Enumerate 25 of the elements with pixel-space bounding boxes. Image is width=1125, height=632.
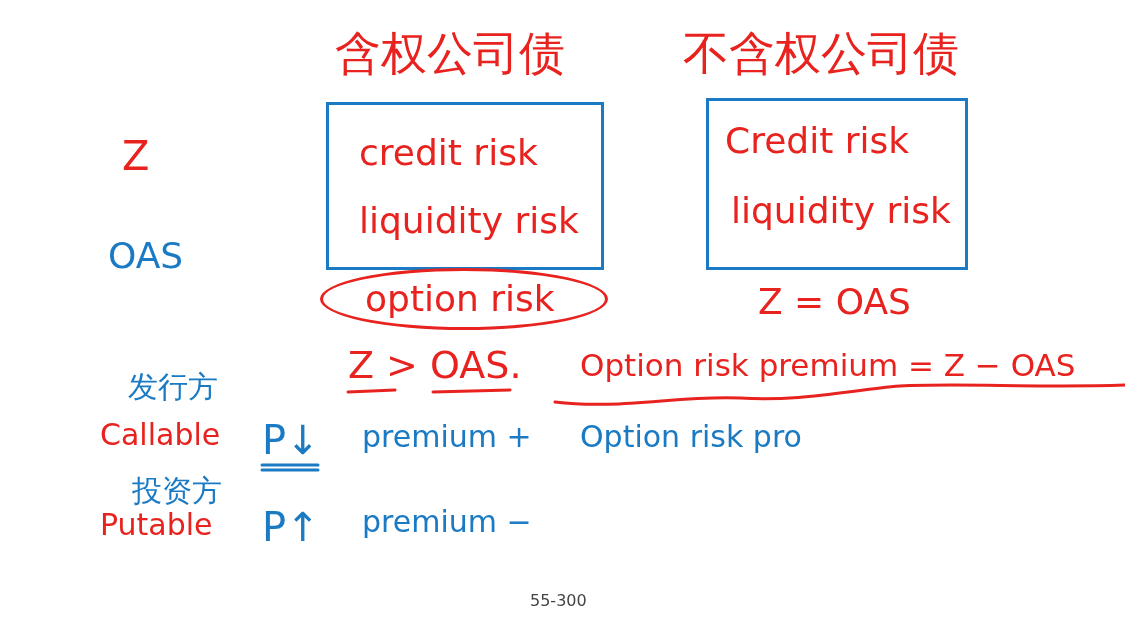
spread-label: Z <box>122 134 150 178</box>
risk-text: Credit risk <box>725 121 910 161</box>
price-arrow-label: P↓ <box>262 418 320 462</box>
risk-ellipse <box>320 268 608 330</box>
option-label: Putable <box>100 508 213 541</box>
side-label: 发行方 <box>128 370 218 403</box>
side-label: 投资方 <box>132 474 222 507</box>
equation: Option risk premium = Z − OAS <box>580 348 1076 383</box>
risk-text: credit risk <box>359 133 538 173</box>
note-text: Option risk pro <box>580 420 802 453</box>
note-text: premium − <box>362 505 532 538</box>
spread-label: OAS <box>108 236 184 276</box>
equation: Z = OAS <box>758 282 911 322</box>
heading: 不含权公司债 <box>683 28 959 79</box>
risk-box <box>326 102 604 270</box>
note-text: premium + <box>362 420 532 453</box>
option-label: Callable <box>100 418 221 451</box>
equation: Z > OAS. <box>348 345 522 387</box>
risk-text: liquidity risk <box>359 201 579 241</box>
heading: 含权公司债 <box>335 28 565 79</box>
risk-text: option risk <box>365 279 555 319</box>
price-arrow-label: P↑ <box>262 505 320 549</box>
risk-text: liquidity risk <box>731 191 951 231</box>
page-number: 55-300 <box>530 592 587 610</box>
risk-box <box>706 98 968 270</box>
